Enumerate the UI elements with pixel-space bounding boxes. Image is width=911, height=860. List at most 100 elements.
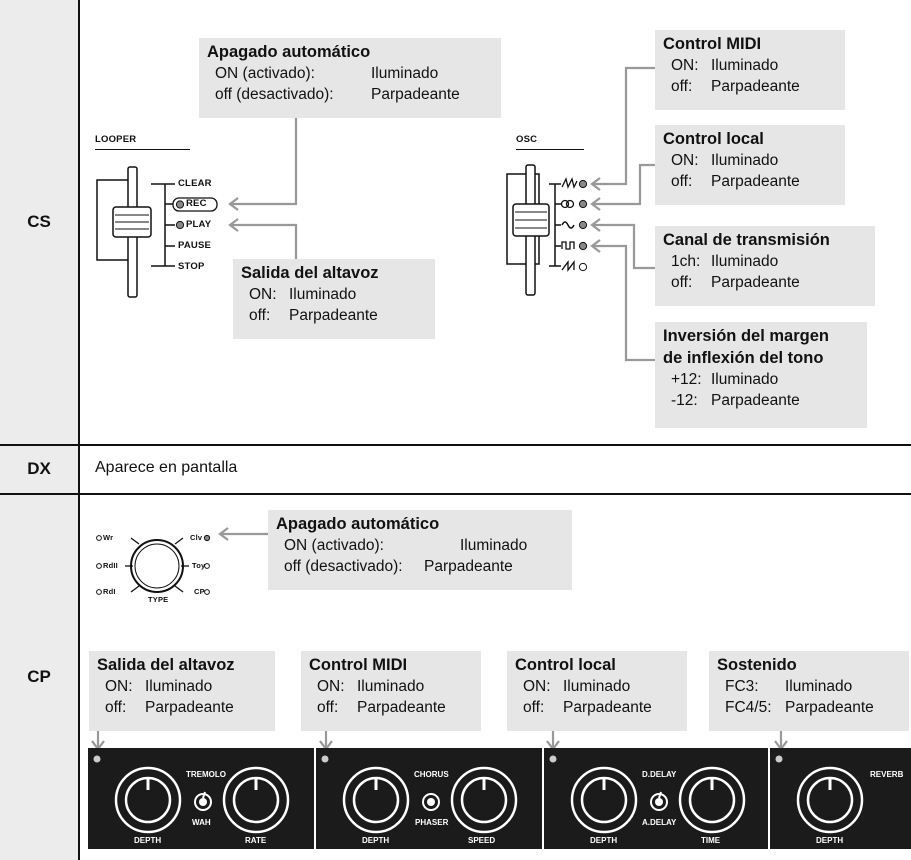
row-label-cs-text: CS bbox=[27, 212, 51, 231]
effect-bar-delay: D.DELAY A.DELAY DEPTH TIME bbox=[544, 748, 768, 849]
callout-value: Parpadeante bbox=[711, 274, 800, 291]
callout-key: off: bbox=[249, 307, 271, 324]
row-divider-2 bbox=[0, 493, 911, 495]
osc-title: OSC bbox=[516, 134, 538, 145]
type-knob bbox=[96, 534, 211, 595]
callout-key: ON: bbox=[671, 57, 699, 74]
callout-title: Canal de transmisión bbox=[663, 231, 830, 249]
cp-sustain-callout: Sostenido FC3: Iluminado FC4/5: Parpadeant… bbox=[709, 651, 909, 731]
row-divider-1 bbox=[0, 444, 911, 446]
callout-value: Parpadeante bbox=[711, 392, 800, 409]
callout-title: Sostenido bbox=[717, 656, 797, 674]
callout-value: Parpadeante bbox=[711, 173, 800, 190]
callout-title: Apagado automático bbox=[207, 43, 371, 61]
callout-value: Parpadeante bbox=[357, 699, 446, 716]
callout-key: -12: bbox=[671, 392, 698, 409]
callout-key: off (desactivado): bbox=[284, 558, 403, 575]
callout-title-line2: de inflexión del tono bbox=[663, 349, 824, 367]
effect-bar-chorus: CHORUS PHASER DEPTH SPEED bbox=[316, 748, 542, 849]
callout-key: ON: bbox=[523, 678, 551, 695]
wah-label: WAH bbox=[192, 818, 211, 827]
callout-title: Control MIDI bbox=[309, 656, 408, 674]
callout-key: off: bbox=[523, 699, 545, 716]
callout-title: Control local bbox=[663, 130, 764, 148]
dx-description: Aparece en pantalla bbox=[95, 459, 238, 476]
cp-local-callout: Control local ON: Iluminado off: Parpadean… bbox=[507, 651, 687, 731]
delay-knobs bbox=[549, 755, 746, 834]
callout-value: Iluminado bbox=[357, 678, 425, 695]
chorus-speed-label: SPEED bbox=[468, 836, 496, 845]
callout-value: Parpadeante bbox=[785, 699, 874, 716]
callout-value: Iluminado bbox=[563, 678, 631, 695]
cs-auto-off-callout: Apagado automático ON (activado): Ilumina… bbox=[199, 38, 501, 118]
callout-value: Iluminado bbox=[145, 678, 213, 695]
callout-key: off: bbox=[105, 699, 127, 716]
cs-channel-callout: Canal de transmisión 1ch:Iluminado off:P… bbox=[655, 226, 875, 306]
callout-value: Iluminado bbox=[711, 57, 779, 74]
d-delay-label: D.DELAY bbox=[642, 770, 677, 779]
looper-play-label: PLAY bbox=[186, 219, 212, 230]
tremolo-rate-label: RATE bbox=[245, 836, 267, 845]
callout-value: Parpadeante bbox=[711, 78, 800, 95]
cp-auto-off-callout: Apagado automático ON (activado):Ilumina… bbox=[268, 510, 572, 590]
callout-value: Parpadeante bbox=[289, 307, 378, 324]
a-delay-label: A.DELAY bbox=[642, 818, 677, 827]
cs-local-callout: Control local ON:Iluminado off:Parpadean… bbox=[655, 125, 845, 205]
type-label-cp: CP bbox=[194, 587, 205, 596]
callout-value: Iluminado bbox=[289, 286, 357, 303]
looper-pause-label: PAUSE bbox=[178, 240, 212, 251]
row-label-dx: DX bbox=[0, 445, 78, 493]
chorus-knobs bbox=[321, 755, 518, 834]
looper-slider bbox=[96, 166, 218, 298]
callout-value: Iluminado bbox=[711, 253, 779, 270]
osc-title-underline bbox=[516, 149, 584, 150]
looper-clear-label: CLEAR bbox=[178, 178, 212, 189]
callout-value: Parpadeante bbox=[424, 558, 513, 575]
callout-key: ON: bbox=[105, 678, 133, 695]
callout-key: +12: bbox=[671, 371, 702, 388]
reverb-knob bbox=[775, 755, 864, 834]
callout-key: off: bbox=[671, 78, 693, 95]
type-label-toy: Toy bbox=[192, 561, 206, 570]
looper-rec-label: REC bbox=[186, 198, 207, 209]
type-label-wr: Wr bbox=[103, 533, 114, 542]
chorus-label: CHORUS bbox=[414, 770, 449, 779]
looper-title-underline bbox=[95, 149, 190, 150]
reverb-depth-label: DEPTH bbox=[816, 836, 844, 845]
effect-bar-reverb: REVERB DEPTH bbox=[770, 748, 911, 849]
callout-title: Salida del altavoz bbox=[97, 656, 235, 674]
callout-key: off: bbox=[671, 274, 693, 291]
callout-key: FC3: bbox=[725, 678, 759, 695]
callout-value: Iluminado bbox=[371, 65, 439, 82]
callout-key: ON: bbox=[317, 678, 345, 695]
callout-value: Iluminado bbox=[711, 371, 779, 388]
type-label-rdii: RdII bbox=[103, 561, 118, 570]
cs-speaker-callout: Salida del altavoz ON:Iluminado off:Parp… bbox=[233, 259, 435, 339]
callout-title: Control MIDI bbox=[663, 35, 762, 53]
callout-key: off: bbox=[317, 699, 339, 716]
callout-key: ON: bbox=[671, 152, 699, 169]
callout-value: Parpadeante bbox=[563, 699, 652, 716]
callout-key: ON (activado): bbox=[215, 65, 315, 82]
delay-time-label: TIME bbox=[701, 836, 721, 845]
osc-slider bbox=[506, 164, 588, 296]
row-label-cp-text: CP bbox=[27, 667, 51, 686]
column-divider bbox=[78, 0, 80, 860]
cs-midi-callout: Control MIDI ON: Iluminado off: Parpadeant… bbox=[655, 30, 845, 110]
cp-auto-off-connector bbox=[218, 527, 268, 541]
cs-pitch-callout: Inversión del margen de inflexión del to… bbox=[655, 322, 867, 428]
looper-title: LOOPER bbox=[95, 134, 137, 145]
callout-value: Iluminado bbox=[785, 678, 853, 695]
callout-value: Parpadeante bbox=[371, 86, 460, 103]
callout-title: Control local bbox=[515, 656, 616, 674]
row-label-dx-text: DX bbox=[27, 459, 51, 478]
callout-value: Parpadeante bbox=[145, 699, 234, 716]
row-label-cp: CP bbox=[0, 494, 78, 860]
row-label-cs: CS bbox=[0, 0, 78, 444]
callout-key: ON (activado): bbox=[284, 537, 384, 554]
callout-key: FC4/5: bbox=[725, 699, 772, 716]
callout-title: Salida del altavoz bbox=[241, 264, 379, 282]
effect-bar-tremolo: TREMOLO WAH DEPTH RATE bbox=[88, 748, 314, 849]
looper-stop-label: STOP bbox=[178, 261, 205, 272]
cp-midi-callout: Control MIDI ON: Iluminado off: Parpadeant… bbox=[301, 651, 481, 731]
